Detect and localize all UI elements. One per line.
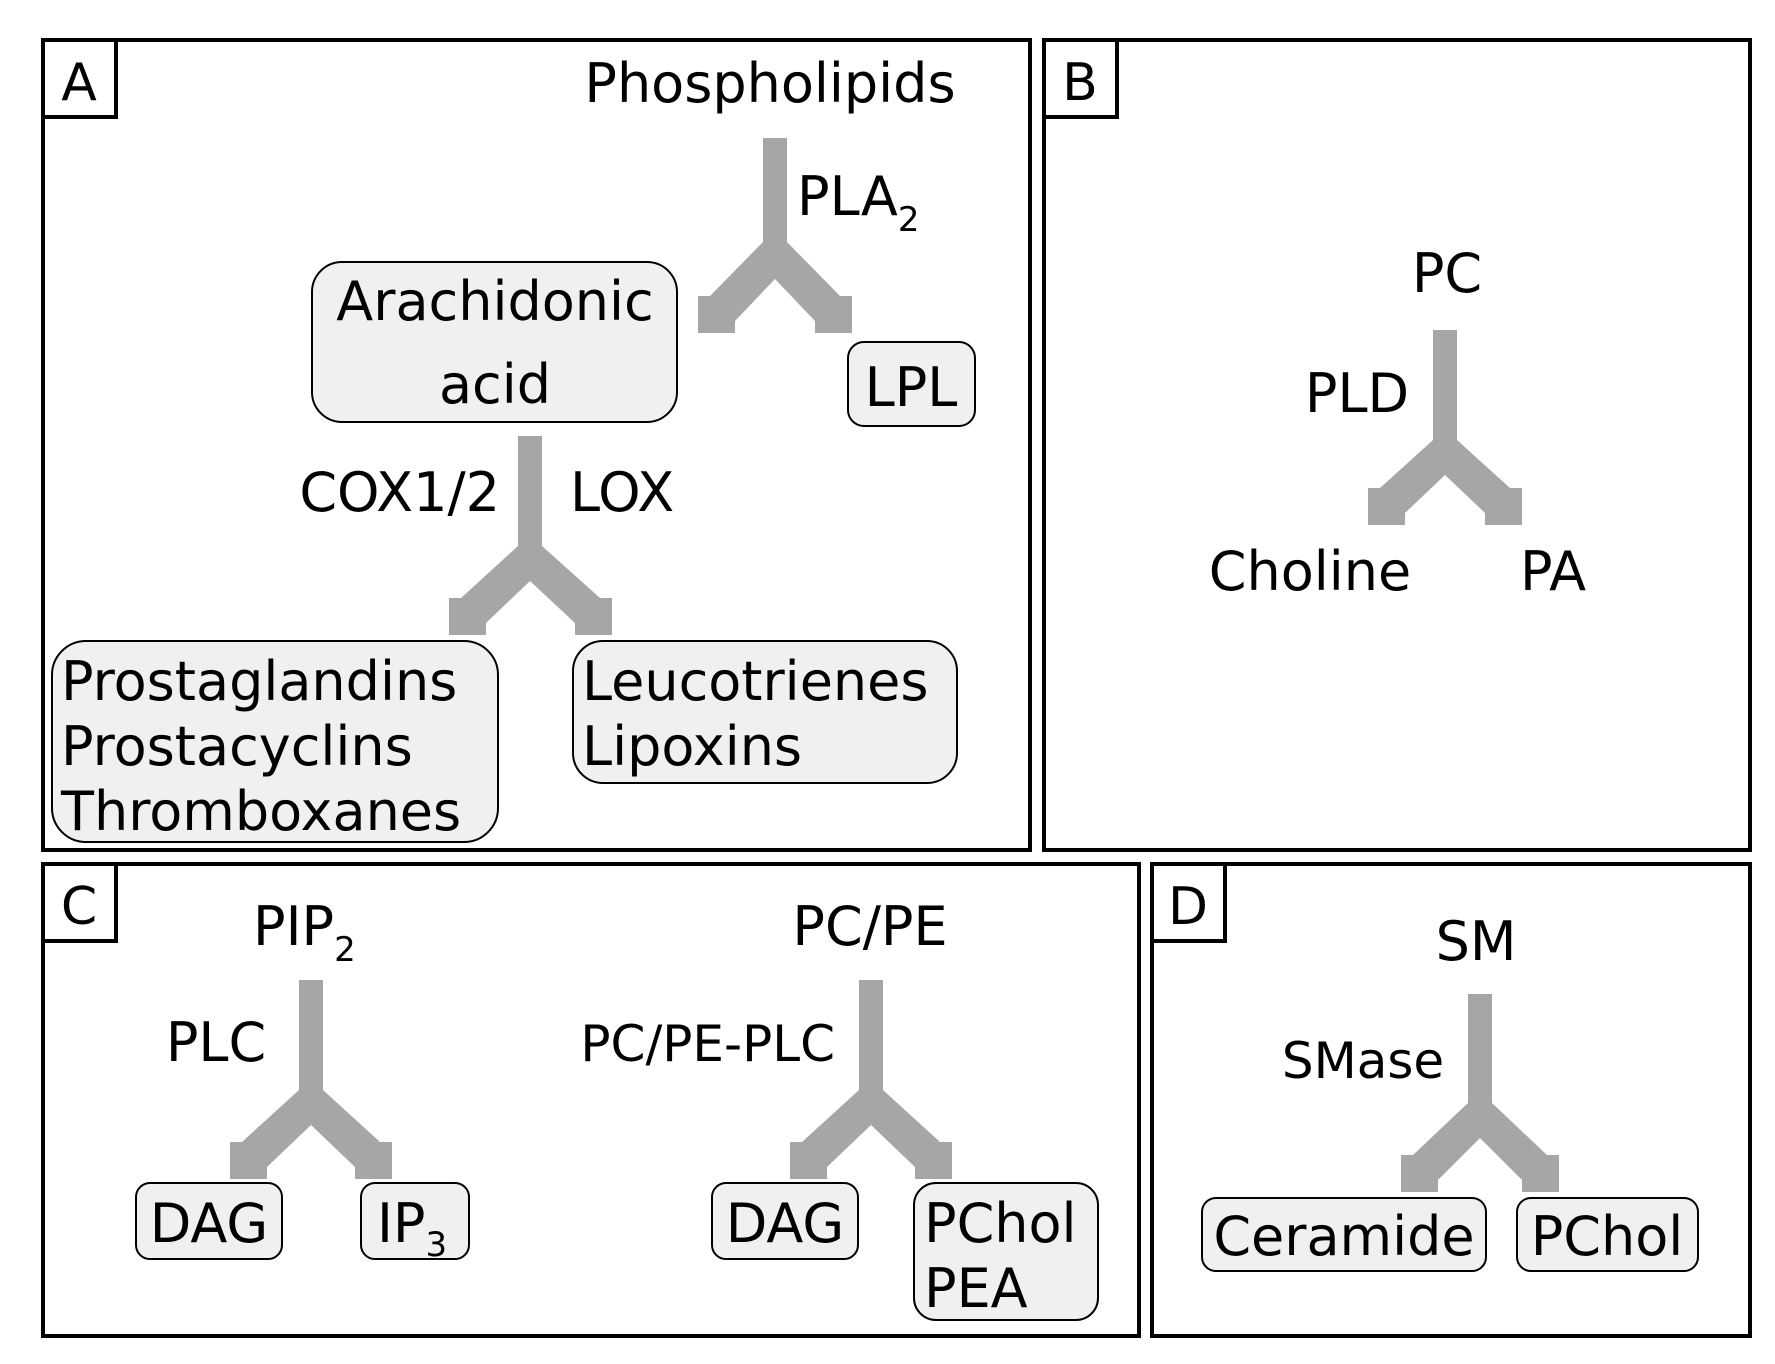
prostaglandins-label: Prostaglandins xyxy=(61,650,457,713)
thromboxanes-label: Thromboxanes xyxy=(60,780,461,843)
panel-b-frame xyxy=(1042,38,1752,852)
leukotrienes-box xyxy=(572,640,958,784)
pc-pe-substrate-label: PC/PE xyxy=(792,895,947,958)
arachidonic-acid-line2: acid xyxy=(439,353,551,416)
smase-split-arrow-icon xyxy=(1401,994,1559,1192)
prostacyclins-label: Prostacyclins xyxy=(61,715,413,778)
pip2-substrate-label: PIP2 xyxy=(253,895,356,970)
pld-enzyme-label: PLD xyxy=(1305,362,1409,425)
pld-split-arrow-icon xyxy=(1368,330,1522,525)
prostanoids-box xyxy=(51,640,499,843)
pchol-pea-node: PChol PEA xyxy=(913,1182,1099,1321)
arachidonic-acid-line1: Arachidonic xyxy=(336,270,653,333)
ceramide-label: Ceramide xyxy=(1213,1205,1474,1268)
pla2-enzyme-label: PLA2 xyxy=(797,165,919,240)
prostanoids-node: Prostaglandins Prostacyclins Thromboxane… xyxy=(51,640,499,843)
ceramide-node: Ceramide xyxy=(1201,1197,1487,1272)
pchol-node-d: PChol xyxy=(1516,1197,1699,1272)
panel-c-tag: C xyxy=(61,877,97,937)
ip3-box xyxy=(360,1182,470,1260)
panel-c-frame xyxy=(41,862,1141,1338)
smase-enzyme-label: SMase xyxy=(1282,1032,1444,1090)
panel-d-tag: D xyxy=(1168,877,1208,937)
arachidonic-acid-node: Arachidonic acid xyxy=(311,261,678,423)
ip3-label: IP3 xyxy=(377,1192,447,1265)
pchol-box-d xyxy=(1516,1197,1699,1272)
dag-node-right: DAG xyxy=(711,1182,859,1260)
pc-substrate-label: PC xyxy=(1412,242,1482,305)
pchol-pea-box xyxy=(913,1182,1099,1321)
pea-label: PEA xyxy=(924,1257,1028,1320)
panel-d-frame xyxy=(1150,862,1752,1338)
lpl-node: LPL xyxy=(847,341,976,427)
panel-d-tag-box xyxy=(1150,862,1227,943)
pchol-label-d: PChol xyxy=(1531,1205,1684,1268)
lpl-label: LPL xyxy=(865,356,958,419)
leucotrienes-label: Leucotrienes xyxy=(582,650,929,713)
pc-pe-plc-split-arrow-icon xyxy=(790,980,952,1179)
panel-b-tag: B xyxy=(1062,53,1098,113)
panel-b-tag-box xyxy=(1042,38,1119,119)
ip3-node: IP3 xyxy=(360,1182,470,1265)
panel-d: D SM SMase Ceramide PChol xyxy=(1150,862,1752,1338)
plc-enzyme-label: PLC xyxy=(166,1011,266,1074)
cox-lox-split-arrow-icon xyxy=(449,436,612,635)
panel-b: B PC PLD Choline PA xyxy=(1042,38,1752,852)
dag-node-left: DAG xyxy=(135,1182,283,1260)
pa-label: PA xyxy=(1520,540,1586,603)
panel-c-tag-box xyxy=(41,862,118,943)
cox-enzyme-label: COX1/2 xyxy=(299,461,500,524)
dag-label-right: DAG xyxy=(726,1192,844,1255)
sm-substrate-label: SM xyxy=(1436,910,1517,973)
dag-box-right xyxy=(711,1182,859,1260)
panel-a-tag-box xyxy=(41,38,118,119)
ceramide-box xyxy=(1201,1197,1487,1272)
leukotrienes-node: Leucotrienes Lipoxins xyxy=(572,640,958,784)
pla2-split-arrow-icon xyxy=(698,138,852,333)
pc-pe-plc-enzyme-label: PC/PE-PLC xyxy=(580,1015,835,1073)
panel-a-frame xyxy=(41,38,1032,852)
dag-label-left: DAG xyxy=(150,1192,268,1255)
lipoxins-label: Lipoxins xyxy=(582,715,802,778)
lox-enzyme-label: LOX xyxy=(570,461,674,524)
choline-label: Choline xyxy=(1209,540,1411,603)
lpl-box xyxy=(847,341,976,427)
panel-a: A Phospholipids PLA2 Arachidonic acid LP… xyxy=(41,38,1032,852)
panel-a-tag: A xyxy=(61,53,97,113)
dag-box-left xyxy=(135,1182,283,1260)
arachidonic-acid-box xyxy=(311,261,678,423)
phospholipids-label: Phospholipids xyxy=(584,52,955,115)
plc-split-arrow-icon xyxy=(230,980,392,1179)
panel-c: C PIP2 PLC DAG IP3 PC/PE PC/PE-PLC DAG P… xyxy=(41,862,1141,1338)
pchol-label-c: PChol xyxy=(924,1192,1077,1255)
